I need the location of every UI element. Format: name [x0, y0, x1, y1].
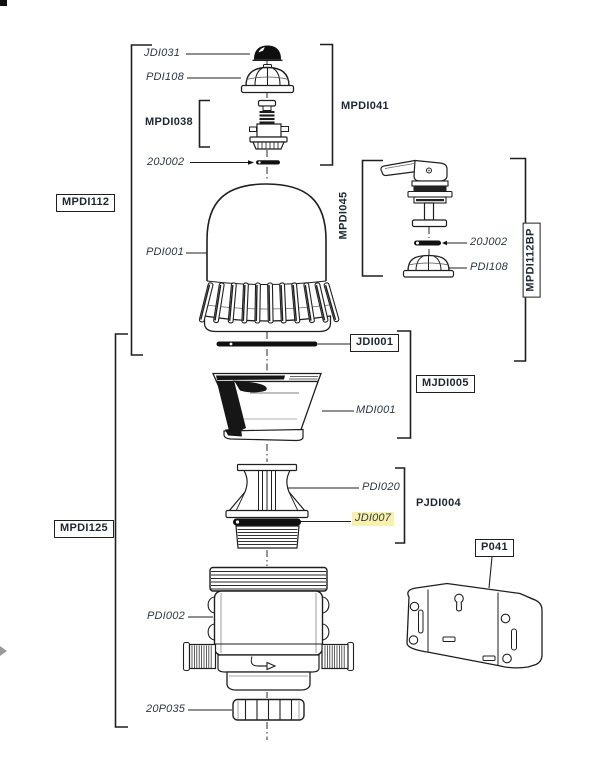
part-mpdi045-valve [380, 159, 453, 228]
left-port [182, 641, 217, 672]
part-20p035-nut [232, 698, 305, 721]
label-mpdi125: MPDI125 [54, 520, 114, 538]
label-20j002-top: 20J002 [147, 156, 185, 168]
label-20p035: 20P035 [146, 703, 186, 715]
dome-fins [198, 282, 340, 324]
label-pjdi004: PJDI004 [416, 497, 461, 509]
bracket-mpdi038 [198, 99, 210, 148]
label-jdi001: JDI001 [350, 334, 400, 352]
part-funnel-threaded-collar [235, 525, 300, 549]
part-pdi002-body [182, 566, 355, 691]
bracket-pjdi004 [395, 467, 406, 544]
right-port [321, 641, 355, 672]
bracket-mjdi005 [397, 330, 412, 439]
label-mpdi041: MPDI041 [341, 100, 389, 112]
bracket-mpdi125 [114, 333, 128, 728]
label-mpdi038: MPDI038 [145, 116, 193, 128]
leader-lines [186, 53, 493, 711]
label-mpdi112: MPDI112 [56, 194, 116, 212]
part-pdi108-cage-right [402, 254, 455, 278]
label-mpdi112bp: MPDI112BP [522, 222, 541, 298]
part-mpdi038-piston [249, 99, 289, 150]
part-20j002-oring-top [256, 160, 280, 165]
label-pdi002: PDI002 [147, 610, 185, 622]
keyhole-slot [454, 593, 464, 612]
bracket-mpdi041 [320, 43, 334, 166]
label-pdi108-top: PDI108 [146, 71, 184, 83]
part-pdi108-cage-top [240, 64, 295, 94]
label-jdi007-highlighted: JDI007 [352, 512, 395, 526]
label-20j002-right: 20J002 [470, 236, 508, 248]
group-brackets [114, 43, 527, 728]
part-pdi001-dome [198, 183, 340, 333]
label-mjdi005: MJDI005 [416, 375, 475, 393]
part-p041-bracket [406, 582, 543, 669]
label-p041: P041 [475, 539, 514, 557]
label-jdi031: JDI031 [144, 47, 181, 59]
part-jdi001-seal [216, 341, 318, 347]
scan-artifacts [0, 0, 7, 656]
leader-arrowheads [248, 160, 447, 246]
center-axis-lines [266, 61, 430, 740]
part-20j002-oring-right [414, 240, 441, 246]
part-jdi007-oring [233, 518, 301, 526]
bracket-mpdi112 [130, 44, 152, 356]
label-mdi001: MDI001 [356, 404, 396, 416]
label-pdi020: PDI020 [362, 481, 400, 493]
label-pdi001: PDI001 [146, 246, 184, 258]
part-jdi031-cap [252, 45, 283, 61]
label-mpdi045: MPDI045 [337, 191, 350, 240]
flow-direction-arrow [258, 661, 277, 671]
part-mdi001-element [212, 372, 322, 442]
label-pdi108-right: PDI108 [470, 261, 508, 273]
part-pdi020-funnel [225, 463, 309, 519]
bracket-mpdi045 [361, 159, 383, 277]
